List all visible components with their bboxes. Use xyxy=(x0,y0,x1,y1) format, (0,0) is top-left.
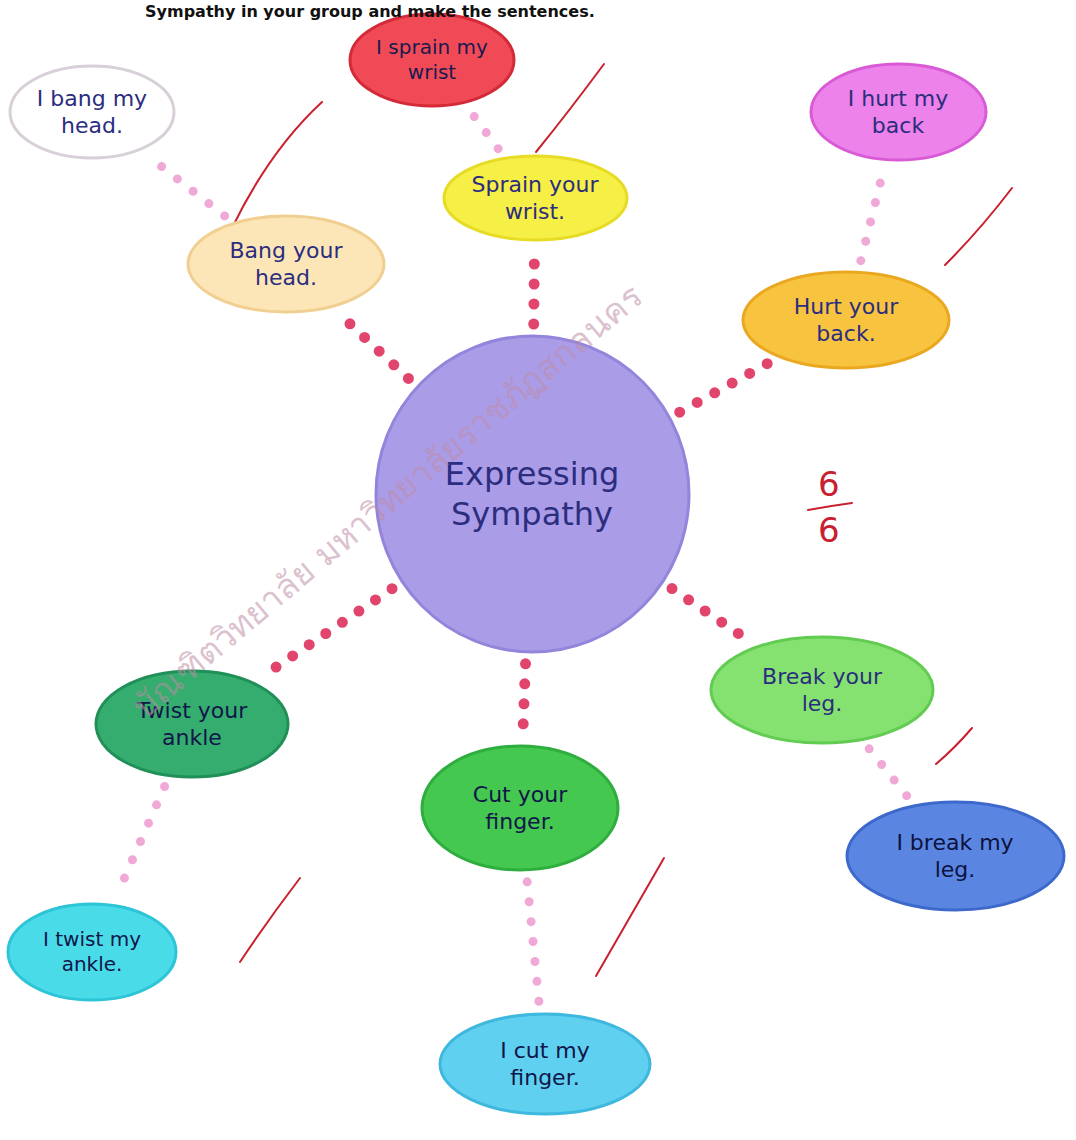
text-wrap: I twist my ankle. xyxy=(29,927,156,977)
check-mark xyxy=(232,102,322,228)
bubble-text: I sprain my wrist xyxy=(370,35,494,85)
bubble-fill xyxy=(847,802,1064,910)
thought-bubble: Sprain your wrist. xyxy=(442,154,629,242)
bubble-fill xyxy=(376,336,689,652)
pink-dot-chain xyxy=(861,171,883,260)
bubble-fill xyxy=(743,272,949,368)
bubble-outline xyxy=(438,1012,652,1116)
bubble-outline xyxy=(845,800,1066,912)
check-mark xyxy=(945,188,1012,265)
bubble-outline xyxy=(94,669,290,779)
bubble-text: Twist your ankle xyxy=(120,697,265,752)
thought-bubble: I hurt my back xyxy=(809,62,988,162)
bubble-text: I break my leg. xyxy=(874,829,1037,884)
text-wrap: I bang my head. xyxy=(30,85,154,140)
red-dot-chain xyxy=(523,664,526,734)
thought-bubble: Break your leg. xyxy=(709,635,935,745)
bubble-text: Expressing Sympathy xyxy=(415,454,649,534)
check-mark xyxy=(596,858,664,976)
red-dot-chain xyxy=(672,589,748,640)
check-mark xyxy=(240,878,300,962)
bubble-text: Sprain your wrist. xyxy=(466,171,604,226)
pink-dot-chain xyxy=(149,157,224,216)
bubble-text: I cut my finger. xyxy=(466,1037,624,1092)
bubble-fill xyxy=(10,66,174,158)
bubble-fill xyxy=(96,671,288,777)
bubble-text: I hurt my back xyxy=(832,85,964,140)
text-wrap: I cut my finger. xyxy=(466,1037,624,1092)
bubble-text: Break your leg. xyxy=(739,663,906,718)
text-wrap: Hurt your back. xyxy=(769,293,924,348)
bubble-outline xyxy=(420,744,620,872)
thought-bubble: I sprain my wrist xyxy=(348,12,516,108)
bubble-outline xyxy=(374,334,691,654)
text-wrap: Sprain your wrist. xyxy=(466,171,604,226)
pink-dot-chain xyxy=(471,112,498,149)
bubble-outline xyxy=(186,214,386,314)
bubble-fill xyxy=(8,904,176,1000)
red-dot-chain xyxy=(263,589,392,677)
bubble-fill xyxy=(440,1014,650,1114)
bubble-text: Hurt your back. xyxy=(769,293,924,348)
red-dot-chain xyxy=(528,252,540,324)
text-wrap: Cut your finger. xyxy=(446,781,594,836)
bubble-fill xyxy=(350,14,514,106)
thought-bubble: I twist my ankle. xyxy=(6,902,178,1002)
bubble-fill xyxy=(711,637,933,743)
thought-bubble: Bang your head. xyxy=(186,214,386,314)
bubble-text: I twist my ankle. xyxy=(29,927,156,977)
text-wrap: I break my leg. xyxy=(874,829,1037,884)
bubble-fill xyxy=(422,746,618,870)
thought-bubble: I break my leg. xyxy=(845,800,1066,912)
score-number: 6 xyxy=(818,464,840,504)
instruction-text: Sympathy in your group and make the sent… xyxy=(145,2,595,21)
central-circle: Expressing Sympathy xyxy=(374,334,691,654)
bubble-outline xyxy=(8,64,176,160)
red-dot-chain xyxy=(680,363,770,413)
thought-bubble: Hurt your back. xyxy=(741,270,951,370)
thought-bubble: Cut your finger. xyxy=(420,744,620,872)
text-wrap: I hurt my back xyxy=(832,85,964,140)
pink-dot-chain xyxy=(527,882,539,1002)
check-mark xyxy=(536,64,604,152)
thought-bubble: Twist your ankle xyxy=(94,669,290,779)
bubble-outline xyxy=(709,635,935,745)
text-wrap: Bang your head. xyxy=(212,237,360,292)
bubble-text: I bang my head. xyxy=(30,85,154,140)
pink-dot-chain xyxy=(869,749,907,797)
bubble-fill xyxy=(444,156,627,240)
fraction-bar xyxy=(808,503,852,510)
score-number: 6 xyxy=(818,510,840,550)
thought-bubble: I bang my head. xyxy=(8,64,176,160)
thought-bubble: I cut my finger. xyxy=(438,1012,652,1116)
text-wrap: I sprain my wrist xyxy=(370,35,494,85)
bubble-outline xyxy=(442,154,629,242)
check-mark xyxy=(936,728,972,764)
bubble-fill xyxy=(811,64,986,160)
red-dot-chain xyxy=(340,315,408,379)
pink-dot-chain xyxy=(117,787,164,895)
bubble-outline xyxy=(809,62,988,162)
bubble-text: Cut your finger. xyxy=(446,781,594,836)
text-wrap: Twist your ankle xyxy=(120,697,265,752)
bubble-fill xyxy=(188,216,384,312)
bubble-outline xyxy=(741,270,951,370)
text-wrap: Expressing Sympathy xyxy=(415,454,649,534)
bubble-text: Bang your head. xyxy=(212,237,360,292)
text-wrap: Break your leg. xyxy=(739,663,906,718)
